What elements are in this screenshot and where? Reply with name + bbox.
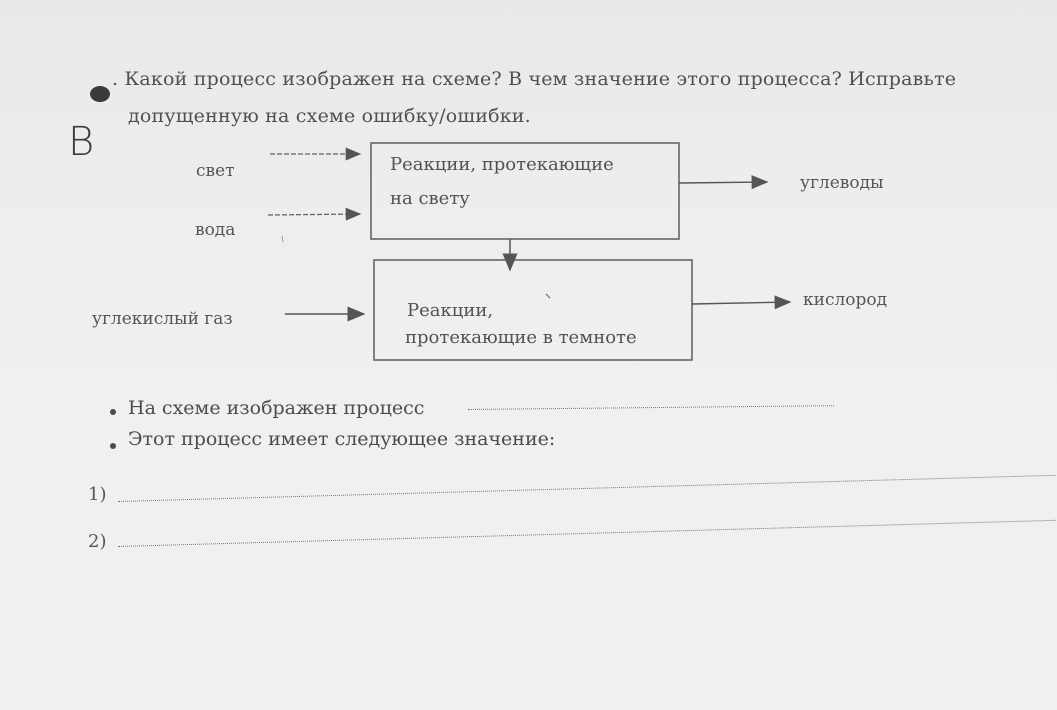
- question-line-2: допущенную на схеме ошибку/ошибки.: [128, 105, 531, 127]
- answer-number-2: 2): [88, 531, 107, 552]
- stray-mark: [281, 235, 284, 243]
- stray-mark: [545, 293, 551, 299]
- bullet-process: На схеме изображен процесс: [128, 397, 425, 419]
- carbs-output-arrow: [678, 175, 769, 190]
- bullet-significance: Этот процесс имеет следующее значение:: [128, 428, 556, 450]
- input-label-water: вода: [195, 220, 236, 240]
- bullet-dot: [110, 409, 116, 415]
- output-label-oxygen: кислород: [803, 290, 888, 310]
- light-reactions-box: [370, 142, 680, 240]
- question-marker-icon: [90, 86, 110, 102]
- water-input-arrow: [267, 207, 362, 221]
- light-box-line-2: на свету: [390, 188, 470, 209]
- light-box-line-1: Реакции, протекающие: [390, 154, 614, 175]
- input-label-light: свет: [196, 161, 235, 181]
- input-label-co2: углекислый газ: [92, 309, 233, 329]
- question-line-1: . Какой процесс изображен на схеме? В че…: [112, 68, 957, 90]
- bullet-dot: [110, 443, 116, 449]
- dark-reactions-box: [373, 259, 693, 361]
- dark-box-line-1: Реакции,: [407, 300, 494, 321]
- output-label-carbs: углеводы: [800, 173, 884, 193]
- answer-number-1: 1): [88, 484, 107, 505]
- oxygen-output-arrow: [691, 295, 792, 310]
- handwritten-variant-letter: В: [68, 119, 95, 165]
- dark-box-line-2: протекающие в темноте: [405, 327, 637, 348]
